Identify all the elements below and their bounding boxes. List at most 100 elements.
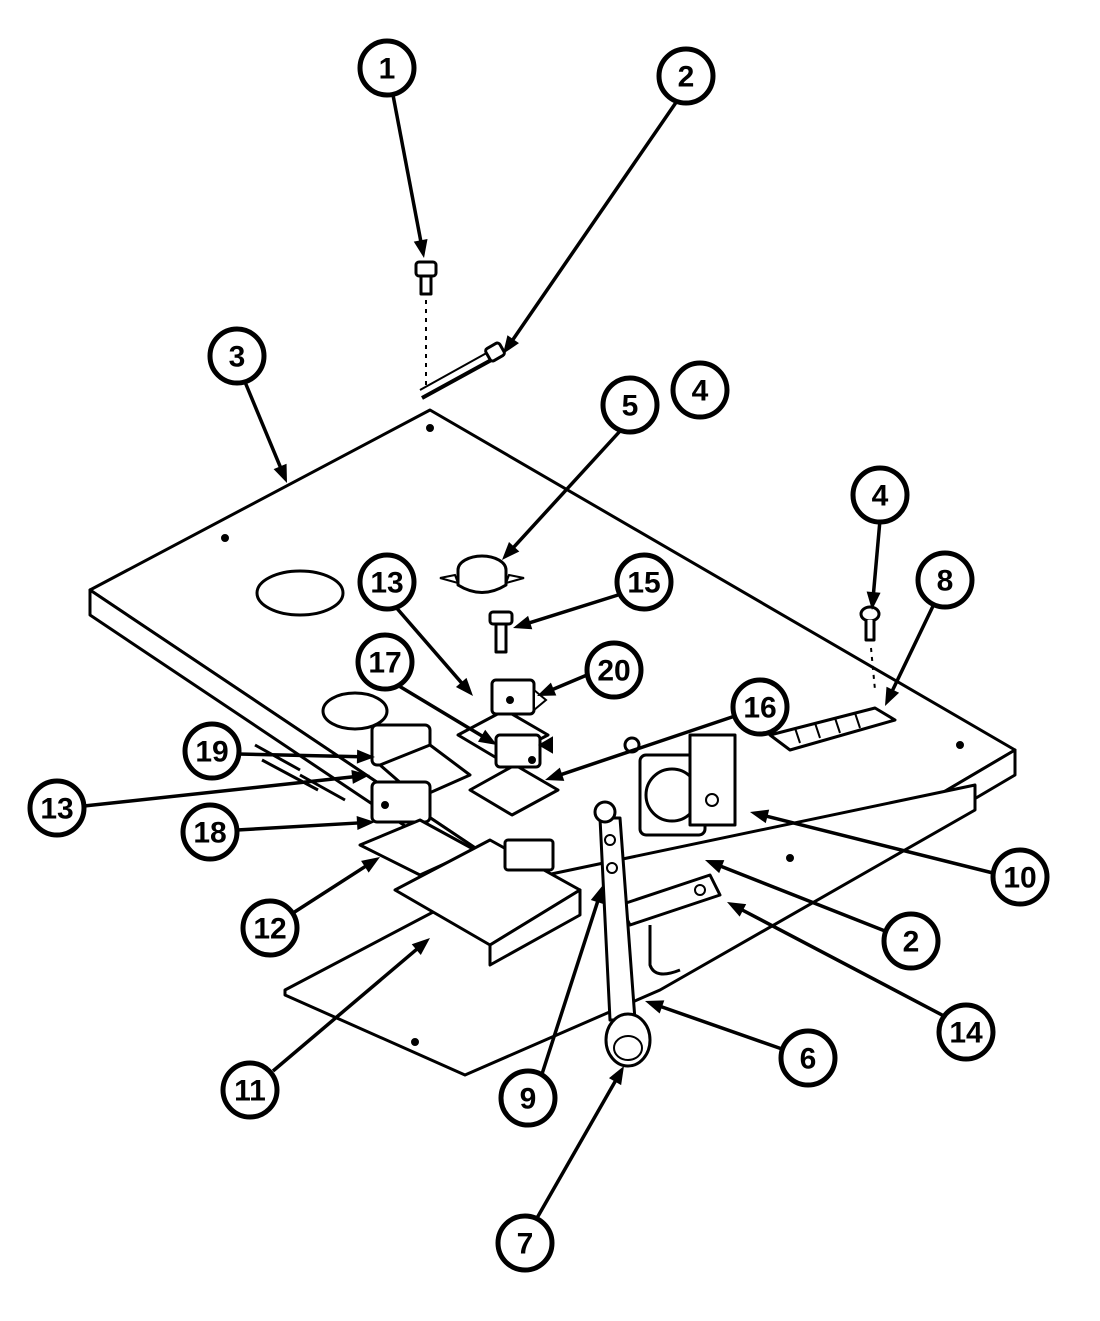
callout-wire-clip: 3 [207,326,267,386]
terminal-block [768,706,897,752]
callout-circle [182,721,242,781]
switch-left-assembly [358,723,477,877]
motor [623,733,737,837]
callout-insulator-middle: 17 [355,632,415,692]
callout-actuator-screw: 9 [498,1068,558,1128]
arrowhead-terminal-block [885,686,900,706]
callout-circle [240,898,300,958]
leader-line-screw-switch [525,593,619,626]
callout-number: 10 [1003,862,1036,895]
callout-circle [584,640,644,700]
leader-line-knob [535,1077,619,1219]
leader-line-terminal-block [889,603,936,695]
callout-thermostat: 5 [600,375,660,435]
callout-circle [656,46,716,106]
arrowhead-actuator-screw [590,885,605,905]
arrowhead-insulator-upper [455,677,473,696]
leader-line-lever [657,1003,783,1051]
callout-circle [495,1213,555,1273]
arrowhead-motor [750,809,770,824]
callout-circle [180,802,240,862]
callout-circle [27,778,87,838]
callout-circle [850,465,910,525]
screw-top [414,260,438,385]
leader-line-screw-terminal-block [871,519,882,597]
callout-insulator-bottom: 12 [240,898,300,958]
arrowhead-switch-housing [411,938,430,955]
leader-line-switch-housing [271,945,421,1073]
callout-number: 4 [692,375,709,408]
callout-number: 14 [949,1017,983,1050]
callout-number: 18 [193,817,226,850]
callout-screw-thermostat: 4 [670,360,730,420]
leader-line-switch-left-lower [236,821,362,832]
callout-switch-upper: 20 [584,640,644,700]
arrowhead-screw-top [503,335,519,354]
bracket [618,873,722,976]
arrowhead-switch-left-lower [356,816,375,831]
callout-number: 2 [678,61,695,94]
screw-terminal-block [859,605,881,691]
arrowhead-insulator-left [351,769,370,784]
callout-insulator-left: 13 [27,778,87,838]
callout-screw-terminal-block: 4 [850,465,910,525]
arrowhead-switch-middle [545,767,565,781]
callout-screw-top: 2 [656,46,716,106]
callout-circle [670,360,730,420]
callout-number: 8 [937,565,954,598]
leader-line-switch-upper [549,673,588,693]
callout-number: 12 [253,913,286,946]
callout-circle [990,847,1050,907]
callout-switch-housing: 11 [220,1060,280,1120]
arrowhead-lever [645,1000,665,1014]
callout-circle [357,552,417,612]
arrowhead-thermostat [502,541,520,560]
callout-motor: 10 [990,847,1050,907]
callout-circle [600,375,660,435]
callout-screw-motor: 2 [881,911,941,971]
callout-number: 5 [622,390,639,423]
callout-number: 13 [40,793,73,826]
switch-housing [393,838,582,967]
leader-line-switch-left-upper [237,752,362,759]
leader-line-base-plate [391,94,424,245]
thermostat [439,554,525,594]
arrowhead-base-plate [413,239,428,258]
leader-line-actuator-screw [540,897,601,1075]
callout-number: 4 [872,480,889,513]
leader-line-insulator-middle [398,684,486,740]
arrowhead-knob [608,1066,624,1086]
callout-terminal-block: 8 [915,550,975,610]
leader-lines [83,94,994,1219]
callout-circle [614,552,674,612]
arrowhead-insulator-bottom [361,857,380,873]
arrowhead-wire-clip [273,463,287,483]
arrowhead-switch-left-upper [356,749,375,764]
callout-switch-middle: 16 [730,677,790,737]
arrowhead-switch-upper [537,682,557,696]
knob [604,1012,652,1068]
callout-number: 2 [903,926,920,959]
callout-number: 1 [379,53,396,86]
callout-number: 13 [370,567,403,600]
leader-line-bracket [738,906,945,1018]
callout-circle [915,550,975,610]
callout-circle [220,1060,280,1120]
callout-switch-left-upper: 19 [182,721,242,781]
leader-line-insulator-left [83,774,357,808]
callout-number: 15 [627,567,660,600]
callout-circle [881,911,941,971]
leader-line-thermostat [510,428,623,551]
callout-circle [357,38,417,98]
callout-circle [355,632,415,692]
arrowhead-screw-motor [705,860,725,874]
callout-circle [778,1028,838,1088]
callout-base-plate: 1 [357,38,417,98]
arrowhead-screw-switch [513,615,533,630]
wire-clip [419,341,506,400]
arrowhead-bracket [727,902,747,917]
switch-middle-assembly [468,733,560,817]
